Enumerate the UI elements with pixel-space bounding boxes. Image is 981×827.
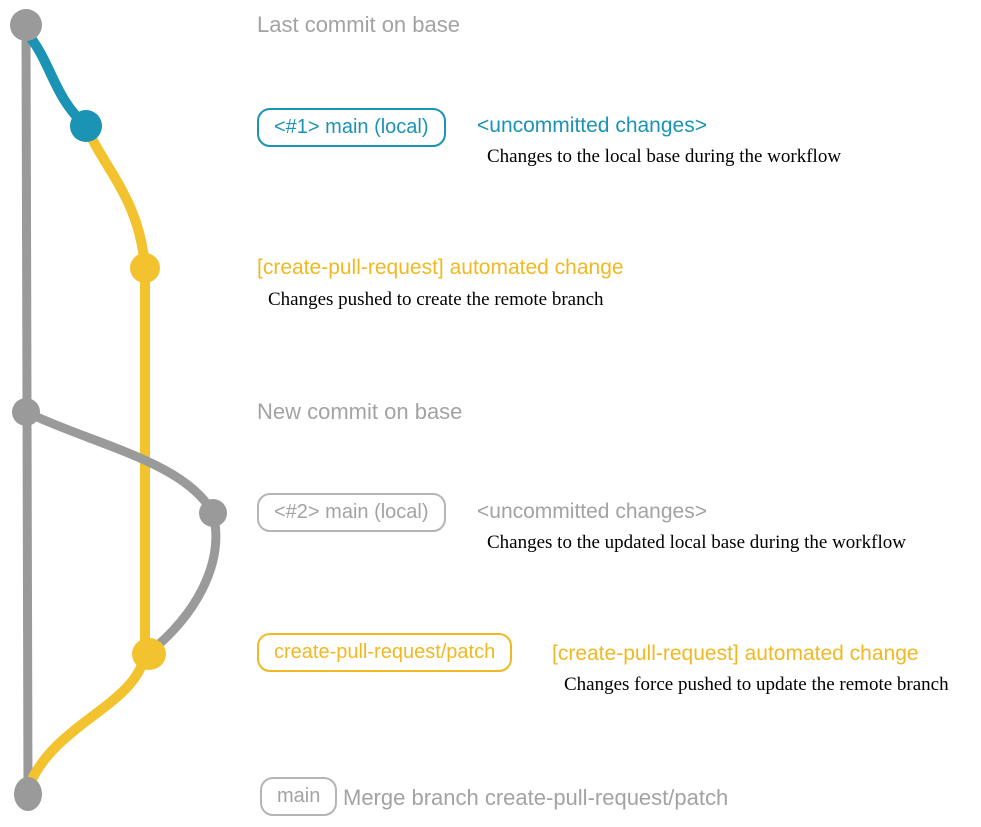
desc-automated-change-2: Changes force pushed to update the remot… xyxy=(564,674,949,695)
commit-dot-uncommitted-changes-2 xyxy=(199,499,227,527)
rebase-branch-line-in xyxy=(149,511,221,654)
commit-dot-new-commit-on-base xyxy=(12,398,40,426)
desc-automated-change-1: Changes pushed to create the remote bran… xyxy=(268,289,604,310)
heading-last-commit-on-base: Last commit on base xyxy=(257,12,460,37)
desc-uncommitted-changes-2: Changes to the updated local base during… xyxy=(487,532,906,553)
badge-main-local-1: <#1> main (local) xyxy=(257,108,446,147)
badge-main: main xyxy=(260,777,338,816)
label-automated-change-1: [create-pull-request] automated change xyxy=(257,256,624,279)
commit-dot-last-commit-on-base xyxy=(10,9,42,41)
label-uncommitted-changes-2: <uncommitted changes> xyxy=(477,500,707,523)
commit-dot-uncommitted-changes-1 xyxy=(70,110,102,142)
heading-new-commit-on-base: New commit on base xyxy=(257,399,463,424)
badge-create-pull-request-patch: create-pull-request/patch xyxy=(257,633,513,672)
rebase-branch-line-out xyxy=(24,407,217,516)
label-merge-branch: Merge branch create-pull-request/patch xyxy=(343,785,729,810)
commit-dot-automated-change-2 xyxy=(132,638,166,670)
desc-uncommitted-changes-1: Changes to the local base during the wor… xyxy=(487,146,842,167)
label-automated-change-2: [create-pull-request] automated change xyxy=(552,642,919,665)
commit-dot-merge-commit xyxy=(14,777,42,811)
badge-main-local-2: <#2> main (local) xyxy=(257,493,446,532)
label-uncommitted-changes-1: <uncommitted changes> xyxy=(477,114,707,137)
commit-dot-automated-change-1 xyxy=(130,253,160,283)
local-main-branch-line xyxy=(22,28,90,130)
